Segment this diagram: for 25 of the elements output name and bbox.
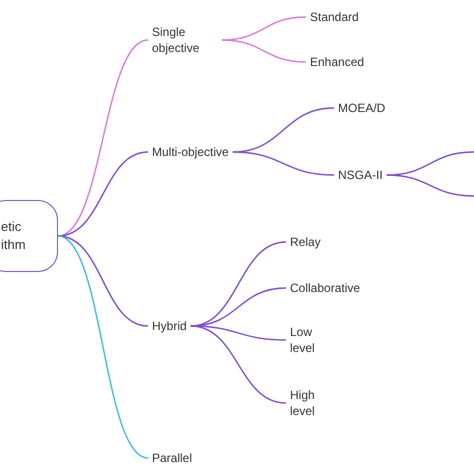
topic-label: MOEA/D	[338, 100, 386, 116]
topic-label: Parallel	[152, 450, 192, 466]
topic-label: Enhanced	[310, 54, 364, 70]
topic-label: Multi-objective	[152, 144, 229, 160]
connector-line	[222, 39, 306, 63]
topic-label: Low level	[290, 324, 330, 356]
node-label: etic ithm	[1, 218, 27, 254]
topic-label: High level	[290, 387, 330, 419]
topic-label: Relay	[290, 234, 321, 250]
connector-line	[58, 235, 148, 459]
connector-line	[386, 174, 474, 197]
root-node	[0, 200, 58, 272]
connector-line	[58, 151, 148, 237]
connector-line	[190, 325, 286, 404]
connector-line	[222, 16, 306, 41]
connector-line	[232, 151, 334, 176]
connector-line	[58, 39, 148, 237]
topic-label: Hybrid	[152, 318, 187, 334]
topic-label: Single objective	[152, 24, 218, 56]
topic-label: NSGA-II	[338, 167, 383, 183]
topic-label: Collaborative	[290, 280, 360, 296]
topic-label: Standard	[310, 9, 359, 25]
connector-line	[232, 107, 334, 153]
connector-line	[386, 151, 474, 176]
connector-line	[190, 287, 286, 327]
